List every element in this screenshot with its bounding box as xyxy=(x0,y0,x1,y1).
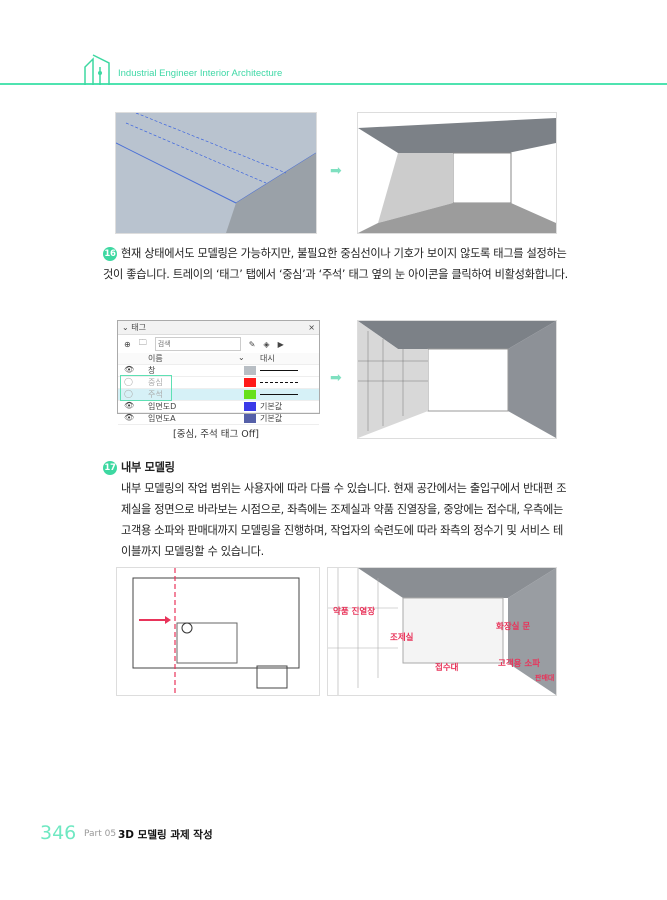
tag-row[interactable]: 👁창 xyxy=(118,365,319,377)
render-label: 판매대 xyxy=(535,674,555,682)
render-label: 조제실 xyxy=(390,633,414,643)
color-swatch[interactable] xyxy=(244,390,256,399)
tag-row[interactable]: 👁 입면도A 기본값 xyxy=(118,413,319,425)
eye-icon[interactable]: 👁 xyxy=(124,365,135,374)
search-input[interactable] xyxy=(154,337,241,351)
caption: [중심, 주석 태그 Off] xyxy=(173,429,259,440)
3d-view-screenshot xyxy=(357,112,557,234)
render-label: 접수대 xyxy=(435,663,459,673)
tag-name: 입면도D xyxy=(148,402,177,411)
highlight-box xyxy=(120,375,172,401)
tag-name: 입면도A xyxy=(148,414,176,423)
color-swatch[interactable] xyxy=(244,414,256,423)
col-dash[interactable]: 대시 xyxy=(260,354,275,363)
dash-value: 기본값 xyxy=(260,414,283,423)
color-swatch[interactable] xyxy=(244,366,256,375)
export-icon[interactable]: ▶ xyxy=(277,339,284,349)
step-number-badge: 17 xyxy=(103,461,117,475)
arrow-icon: ➡ xyxy=(330,163,342,179)
eye-icon[interactable]: 👁 xyxy=(124,413,135,422)
tag-panel: ⌄ 태그× ⊕🗀 ✎◈▶ 이름⌄대시 👁창◯중심◯주석👁입면도D기본값👁입면도A… xyxy=(117,320,320,425)
tag-panel-title: 태그 xyxy=(131,323,146,332)
step-number-badge: 16 xyxy=(103,247,117,261)
eye-hidden-icon[interactable]: ◯ xyxy=(124,377,133,386)
3d-view-tags-off xyxy=(357,320,557,439)
floor-plan-image xyxy=(116,567,320,696)
plan-view-screenshot xyxy=(115,112,317,234)
page-number: 346 xyxy=(40,822,77,844)
add-tag-icon[interactable]: ⊕ xyxy=(124,339,131,349)
tag-icon[interactable]: ◈ xyxy=(263,339,270,349)
header-rule xyxy=(0,83,667,85)
dash-value: 기본값 xyxy=(260,402,283,411)
dash-preview xyxy=(260,382,298,383)
eye-hidden-icon[interactable]: ◯ xyxy=(124,389,133,398)
building-logo-icon xyxy=(84,54,110,85)
chevron-down-icon[interactable]: ⌄ xyxy=(238,353,245,362)
render-label: 고객용 소파 xyxy=(498,659,541,669)
footer-part: Part 05 xyxy=(84,829,117,839)
render-image: 약품 진열장 조제실 화장실 문 접수대 고객용 소파 판매대 xyxy=(327,567,557,696)
color-swatch[interactable] xyxy=(244,402,256,411)
col-name[interactable]: 이름 xyxy=(148,354,163,363)
tag-name: 창 xyxy=(148,366,156,375)
eye-icon[interactable]: 👁 xyxy=(124,401,135,410)
pencil-icon[interactable]: ✎ xyxy=(248,339,256,349)
close-icon[interactable]: × xyxy=(308,323,315,332)
dash-preview xyxy=(260,394,298,395)
tag-name: 중심 xyxy=(148,378,163,387)
footer-title: 3D 모델링 과제 작성 xyxy=(118,829,213,841)
step-17-heading: 17 내부 모델링 xyxy=(103,457,573,478)
tag-row[interactable]: ◯ 중심 xyxy=(118,377,319,389)
folder-icon[interactable]: 🗀 xyxy=(138,338,147,347)
render-label: 약품 진열장 xyxy=(333,607,376,617)
color-swatch[interactable] xyxy=(244,378,256,387)
render-label: 화장실 문 xyxy=(496,622,531,632)
step-17-title: 내부 모델링 xyxy=(121,461,175,474)
tag-row[interactable]: ◯ 주석 xyxy=(118,389,319,401)
tag-name: 주석 xyxy=(148,390,163,399)
tag-row[interactable]: 👁 입면도D 기본값 xyxy=(118,401,319,413)
step-16-text: 현재 상태에서도 모델링은 가능하지만, 불필요한 중심선이나 기호가 보이지 … xyxy=(103,247,568,281)
dash-preview xyxy=(260,370,298,371)
step-17-text: 내부 모델링의 작업 범위는 사용자에 따라 다를 수 있습니다. 현재 공간에… xyxy=(121,482,567,558)
header-title: Industrial Engineer Interior Architectur… xyxy=(118,68,283,79)
arrow-icon: ➡ xyxy=(330,370,342,386)
